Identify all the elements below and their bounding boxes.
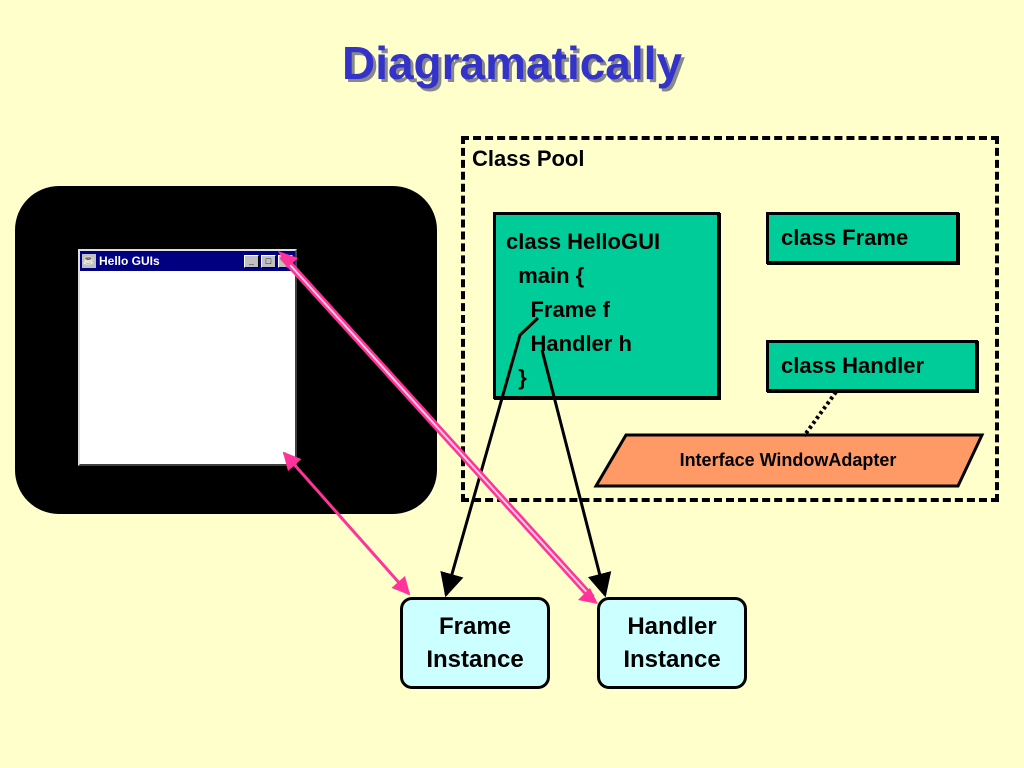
- frame-instance-line: Frame: [438, 613, 512, 640]
- interface-windowadapter-shape: [593, 433, 985, 488]
- hellogui-class-box: class HelloGUI main { Frame f Handler h …: [493, 212, 720, 399]
- page-title: Diagramatically: [341, 37, 683, 89]
- class-pool-container: [461, 136, 999, 502]
- handler-reference-arrow: [540, 349, 612, 598]
- hellogui-line: class HelloGUI: [506, 229, 661, 254]
- handler-interface-dotted-link: [802, 390, 838, 438]
- close-to-handler-link-inner: [281, 255, 593, 599]
- java-app-icon: ☕: [82, 254, 96, 268]
- handler-instance-line: Instance: [623, 646, 721, 673]
- maximize-button[interactable]: □: [261, 254, 276, 268]
- handler-instance-box: Handler Instance: [597, 597, 747, 689]
- hellogui-line: Frame f: [506, 297, 610, 322]
- frame-reference-arrow: [440, 316, 540, 598]
- handler-class-box: class Handler: [766, 340, 978, 392]
- handler-instance-line: Handler: [627, 613, 717, 640]
- hellogui-line: }: [506, 365, 527, 390]
- frame-instance-line: Instance: [426, 646, 524, 673]
- hellogui-line: main {: [506, 263, 585, 288]
- handler-instance-pink-arrowhead: [578, 588, 598, 604]
- frame-instance-box: Frame Instance: [400, 597, 550, 689]
- window-client-area: [80, 271, 295, 464]
- minimize-button[interactable]: _: [244, 254, 259, 268]
- window-frame-instance-link: [282, 451, 411, 596]
- frame-class-box: class Frame: [766, 212, 959, 264]
- hellogui-line: Handler h: [506, 331, 632, 356]
- interface-windowadapter-label: Interface WindowAdapter: [679, 449, 897, 470]
- close-button-pink-arrowhead: [278, 251, 298, 268]
- window-title: Hello GUIs: [99, 254, 160, 268]
- class-pool-label: Class Pool: [472, 146, 585, 171]
